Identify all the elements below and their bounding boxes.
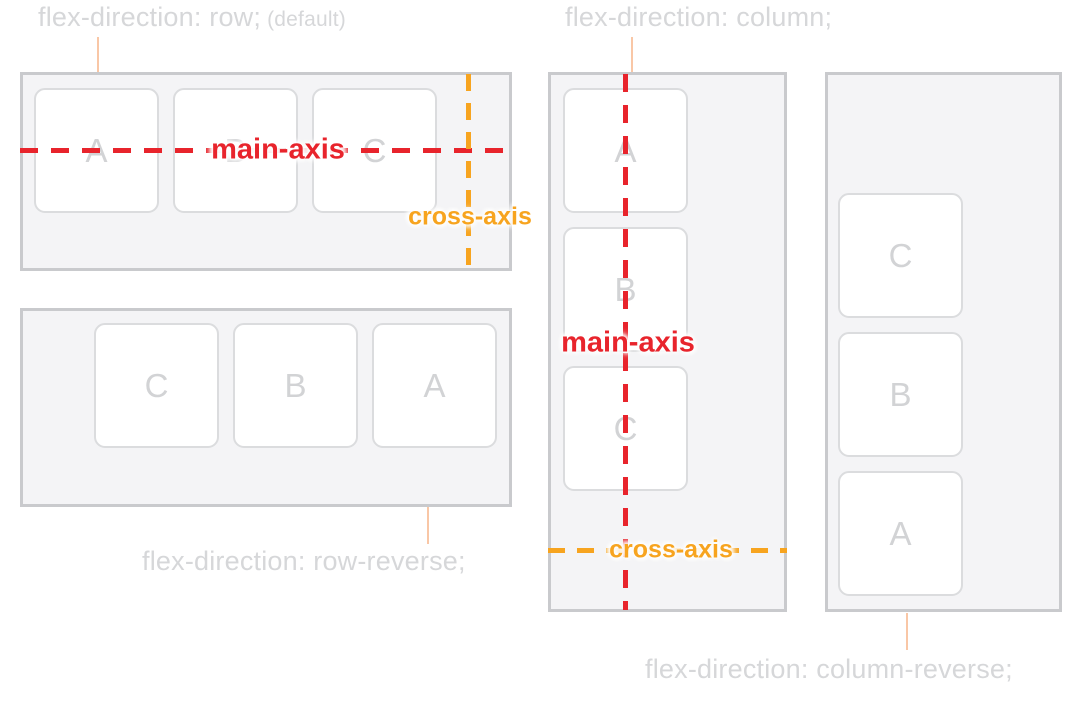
main-axis-label-row: main-axis xyxy=(211,133,345,166)
row-reverse-label-connector-line xyxy=(427,507,429,544)
row-reverse-label-text: flex-direction: row-reverse; xyxy=(142,546,466,576)
row-section-label: flex-direction: row;(default) xyxy=(38,2,346,33)
flex-item-c: C xyxy=(94,323,219,448)
cross-axis-line-column xyxy=(548,548,787,553)
column-label-text: flex-direction: column; xyxy=(565,2,833,32)
cross-axis-label-row: cross-axis xyxy=(408,202,532,231)
column-reverse-flex-container: A B C xyxy=(825,72,1062,612)
row-label-text: flex-direction: row; xyxy=(38,2,262,32)
main-axis-label-column: main-axis xyxy=(561,326,695,359)
column-reverse-label-text: flex-direction: column-reverse; xyxy=(645,654,1013,684)
flex-item-b: B xyxy=(233,323,358,448)
column-section-label: flex-direction: column; xyxy=(565,2,832,33)
main-axis-line-column xyxy=(623,74,628,610)
flex-item-c: C xyxy=(838,193,963,318)
flex-item-a: A xyxy=(838,471,963,596)
flex-item-b: B xyxy=(838,332,963,457)
flex-item-a: A xyxy=(372,323,497,448)
column-label-connector-line xyxy=(631,37,633,72)
cross-axis-line-row xyxy=(466,74,471,270)
column-reverse-label-connector-line xyxy=(906,613,908,650)
column-reverse-section-label: flex-direction: column-reverse; xyxy=(645,654,1013,685)
row-reverse-section-label: flex-direction: row-reverse; xyxy=(142,546,466,577)
row-default-note: (default) xyxy=(267,8,346,31)
row-label-connector-line xyxy=(97,37,99,72)
main-axis-line-row xyxy=(20,148,512,153)
row-flex-container: A B C xyxy=(20,72,512,271)
row-reverse-flex-container: A B C xyxy=(20,308,512,507)
cross-axis-label-column: cross-axis xyxy=(609,535,733,564)
